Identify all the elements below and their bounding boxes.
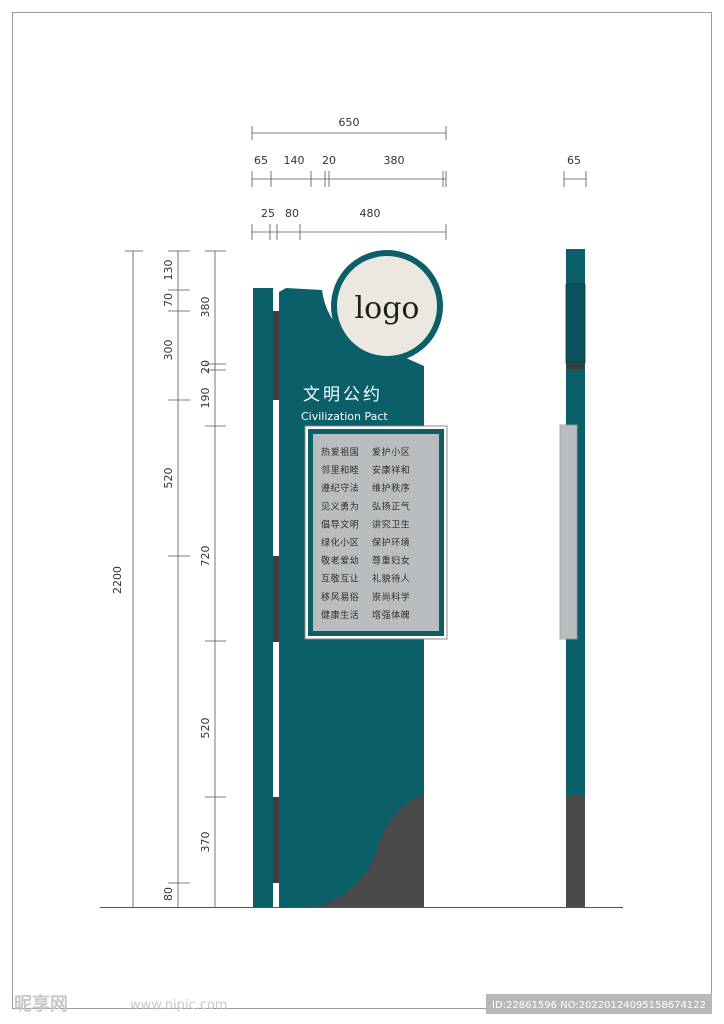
dim-total-height: 2200 xyxy=(111,566,124,594)
pact-line-9-left: 移风易俗 xyxy=(321,591,359,603)
dim-left-80: 80 xyxy=(162,887,175,901)
dim-right-370: 370 xyxy=(199,832,212,853)
dim-top-380: 380 xyxy=(384,154,405,167)
watermark-id: ID:22861596 NO:20220124095158674122 xyxy=(492,1000,706,1011)
dim-right-190: 190 xyxy=(199,388,212,409)
front-elevation: logo 文明公约 Civilization Pact 热爱祖国 爱护小区邻里和睦… xyxy=(253,250,448,907)
pact-line-8-right: 礼貌待人 xyxy=(372,573,410,585)
watermark-url: www.nipic.com xyxy=(130,998,228,1013)
pact-line-5-right: 讲究卫生 xyxy=(372,518,410,530)
pact-line-6-left: 绿化小区 xyxy=(321,537,359,549)
pact-line-10-left: 健康生活 xyxy=(321,609,359,621)
left-dimensions xyxy=(125,250,226,907)
pact-line-3-right: 维护秩序 xyxy=(372,482,410,494)
pact-line-4-right: 弘扬正气 xyxy=(372,500,410,512)
pact-line-7-right: 尊重妇女 xyxy=(372,555,410,567)
post-connector-bottom xyxy=(273,797,279,883)
left-post xyxy=(253,288,273,907)
side-board-edge xyxy=(559,424,578,640)
side-logo-edge xyxy=(565,283,586,364)
pact-board xyxy=(313,434,439,631)
pact-line-2-right: 安康祥和 xyxy=(372,464,410,476)
pact-line-10-right: 增强体魄 xyxy=(372,609,410,621)
watermark: 昵享网 www.nipic.com ID:22861596 NO:2022012… xyxy=(14,993,712,1015)
dim-top-80: 80 xyxy=(285,207,299,220)
pact-line-4-left: 见义勇为 xyxy=(321,500,359,512)
post-connector-middle xyxy=(273,556,279,642)
logo-disc xyxy=(337,256,437,356)
dim-top-20: 20 xyxy=(322,154,336,167)
pact-line-9-right: 崇尚科学 xyxy=(372,591,410,603)
dim-top-140: 140 xyxy=(284,154,305,167)
pact-line-7-left: 敬老爱幼 xyxy=(321,555,359,567)
sign-title-cn: 文明公约 xyxy=(303,385,383,405)
post-connector-top xyxy=(273,311,279,400)
watermark-id-bar xyxy=(486,994,712,1014)
dim-right-20: 20 xyxy=(199,360,212,374)
dim-left-130: 130 xyxy=(162,260,175,281)
logo-text: logo xyxy=(355,291,420,326)
pact-line-2-left: 邻里和睦 xyxy=(321,464,359,476)
dim-right-520: 520 xyxy=(199,718,212,739)
pact-line-1-left: 热爱祖国 xyxy=(321,446,359,458)
dim-right-380: 380 xyxy=(199,297,212,318)
dim-side-65: 65 xyxy=(567,154,581,167)
side-base xyxy=(566,795,585,907)
dim-top-65: 65 xyxy=(254,154,268,167)
top-dimensions xyxy=(251,126,587,240)
dim-left-520: 520 xyxy=(162,468,175,489)
dim-left-70: 70 xyxy=(162,293,175,307)
sign-title-en: Civilization Pact xyxy=(301,410,388,423)
base-sweep xyxy=(315,795,424,907)
pact-line-6-right: 保护环境 xyxy=(372,537,410,549)
dim-right-720: 720 xyxy=(199,546,212,567)
side-elevation xyxy=(559,249,586,907)
pact-line-8-left: 互敬互让 xyxy=(321,573,359,585)
watermark-site: 昵享网 xyxy=(14,993,68,1015)
dim-left-300: 300 xyxy=(162,340,175,361)
pact-line-3-left: 遵纪守法 xyxy=(321,482,359,494)
side-connector xyxy=(566,364,585,369)
dim-top-480: 480 xyxy=(360,207,381,220)
pact-line-1-right: 爱护小区 xyxy=(372,446,410,458)
dim-top-total: 650 xyxy=(339,116,360,129)
dim-top-25: 25 xyxy=(261,207,275,220)
pact-line-5-left: 倡导文明 xyxy=(321,518,359,530)
page-border xyxy=(12,12,712,1009)
